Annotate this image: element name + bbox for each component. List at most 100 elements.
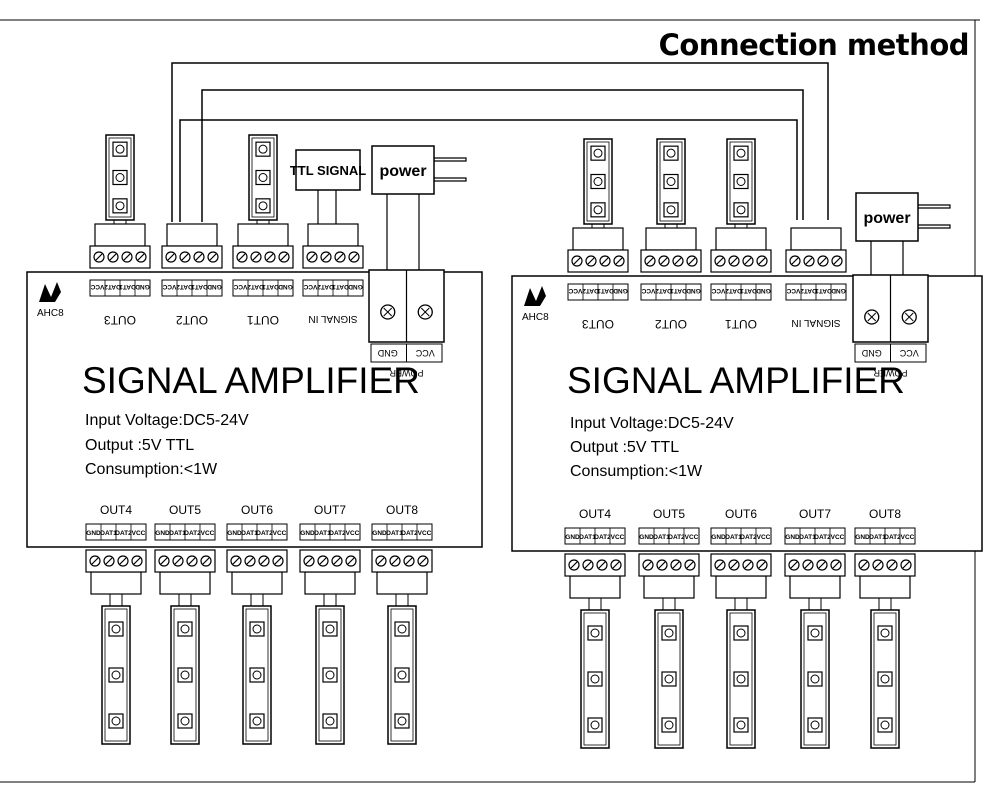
pin-label: DAT2 bbox=[329, 530, 346, 537]
top-port-label: OUT1 bbox=[247, 313, 279, 327]
top-terminal bbox=[785, 249, 847, 273]
pin-label: GND bbox=[756, 287, 771, 294]
pin-label: DAT2 bbox=[740, 534, 757, 541]
pin-label: GND bbox=[785, 534, 800, 541]
led-strip-bottom bbox=[315, 605, 345, 745]
top-port-label: OUT2 bbox=[176, 313, 208, 327]
pin-label: VCC bbox=[201, 530, 215, 537]
pin-label: VCC bbox=[233, 283, 247, 290]
ttl-signal-box bbox=[295, 149, 361, 191]
pin-label: GND bbox=[135, 283, 150, 290]
top-terminal bbox=[232, 245, 294, 269]
pin-label: DAT1 bbox=[597, 287, 614, 294]
led-strip-bottom bbox=[170, 605, 200, 745]
pin-label: DAT2 bbox=[884, 534, 901, 541]
pin-label: GND bbox=[613, 287, 628, 294]
pin-label: DAT1 bbox=[740, 287, 757, 294]
top-port-label: OUT2 bbox=[655, 317, 687, 331]
top-port-label: SIGNAL IN bbox=[308, 313, 357, 324]
pin-label: VCC bbox=[418, 530, 432, 537]
power-adapter-box bbox=[371, 145, 435, 195]
plug-prong-icon bbox=[918, 204, 951, 209]
led-strip-top bbox=[656, 138, 686, 225]
bottom-terminal bbox=[371, 549, 433, 573]
spec-line: Consumption:<1W bbox=[570, 463, 703, 480]
model-label: AHC8 bbox=[522, 312, 549, 323]
led-strip-top bbox=[105, 134, 135, 221]
pin-label: DAT2 bbox=[668, 534, 685, 541]
led-strip-top bbox=[726, 138, 756, 225]
pin-label: DAT2 bbox=[176, 283, 193, 290]
pin-label: VCC bbox=[901, 534, 915, 541]
pin-label: VCC bbox=[273, 530, 287, 537]
pin-label: DAT1 bbox=[579, 534, 596, 541]
pin-label: DAT1 bbox=[815, 287, 832, 294]
pin-label: DAT2 bbox=[594, 534, 611, 541]
power-label: POWER bbox=[873, 368, 908, 378]
amplifier-name: SIGNAL AMPLIFIER bbox=[567, 360, 905, 401]
spec-line: Output :5V TTL bbox=[570, 439, 679, 456]
pin-label: VCC bbox=[786, 287, 800, 294]
power-label: POWER bbox=[389, 368, 424, 378]
pin-label: DAT1 bbox=[119, 283, 136, 290]
plug-prong-icon bbox=[434, 177, 467, 182]
led-strip-top bbox=[583, 138, 613, 225]
top-port-label: OUT3 bbox=[582, 317, 614, 331]
pin-label: VCC bbox=[611, 534, 625, 541]
top-terminal bbox=[640, 249, 702, 273]
pin-label: DAT1 bbox=[100, 530, 117, 537]
pin-label: DAT2 bbox=[184, 530, 201, 537]
pin-label: VCC bbox=[568, 287, 582, 294]
amplifier-name: SIGNAL AMPLIFIER bbox=[82, 360, 420, 401]
bottom-port-label: OUT6 bbox=[241, 503, 273, 517]
pin-label: VCC bbox=[162, 283, 176, 290]
plug-prong-icon bbox=[434, 157, 467, 162]
pin-label: GND bbox=[348, 283, 363, 290]
led-strip-bottom bbox=[101, 605, 131, 745]
pin-label: VCC bbox=[132, 530, 146, 537]
pin-label: DAT1 bbox=[869, 534, 886, 541]
pin-label: VCC bbox=[757, 534, 771, 541]
bottom-port-label: OUT4 bbox=[579, 507, 611, 521]
pin-label: DAT2 bbox=[814, 534, 831, 541]
bottom-terminal bbox=[854, 553, 916, 577]
pin-label: DAT1 bbox=[314, 530, 331, 537]
pin-label: DAT1 bbox=[670, 287, 687, 294]
led-strip-bottom bbox=[800, 609, 830, 749]
pin-label: GND bbox=[300, 530, 315, 537]
top-port-label: SIGNAL IN bbox=[791, 317, 840, 328]
bottom-terminal bbox=[784, 553, 846, 577]
bottom-port-label: OUT4 bbox=[100, 503, 132, 517]
power-pin-label: VCC bbox=[415, 348, 435, 358]
pin-label: VCC bbox=[711, 287, 725, 294]
bottom-port-label: OUT8 bbox=[386, 503, 418, 517]
top-terminal bbox=[89, 245, 151, 269]
pin-label: GND bbox=[686, 287, 701, 294]
top-terminal bbox=[161, 245, 223, 269]
bottom-terminal bbox=[564, 553, 626, 577]
bottom-terminal bbox=[226, 549, 288, 573]
led-strip-bottom bbox=[654, 609, 684, 749]
bottom-terminal bbox=[638, 553, 700, 577]
bottom-port-label: OUT7 bbox=[799, 507, 831, 521]
pin-label: VCC bbox=[303, 283, 317, 290]
bottom-terminal bbox=[85, 549, 147, 573]
pin-label: VCC bbox=[346, 530, 360, 537]
pin-label: DAT2 bbox=[401, 530, 418, 537]
led-strip-bottom bbox=[726, 609, 756, 749]
